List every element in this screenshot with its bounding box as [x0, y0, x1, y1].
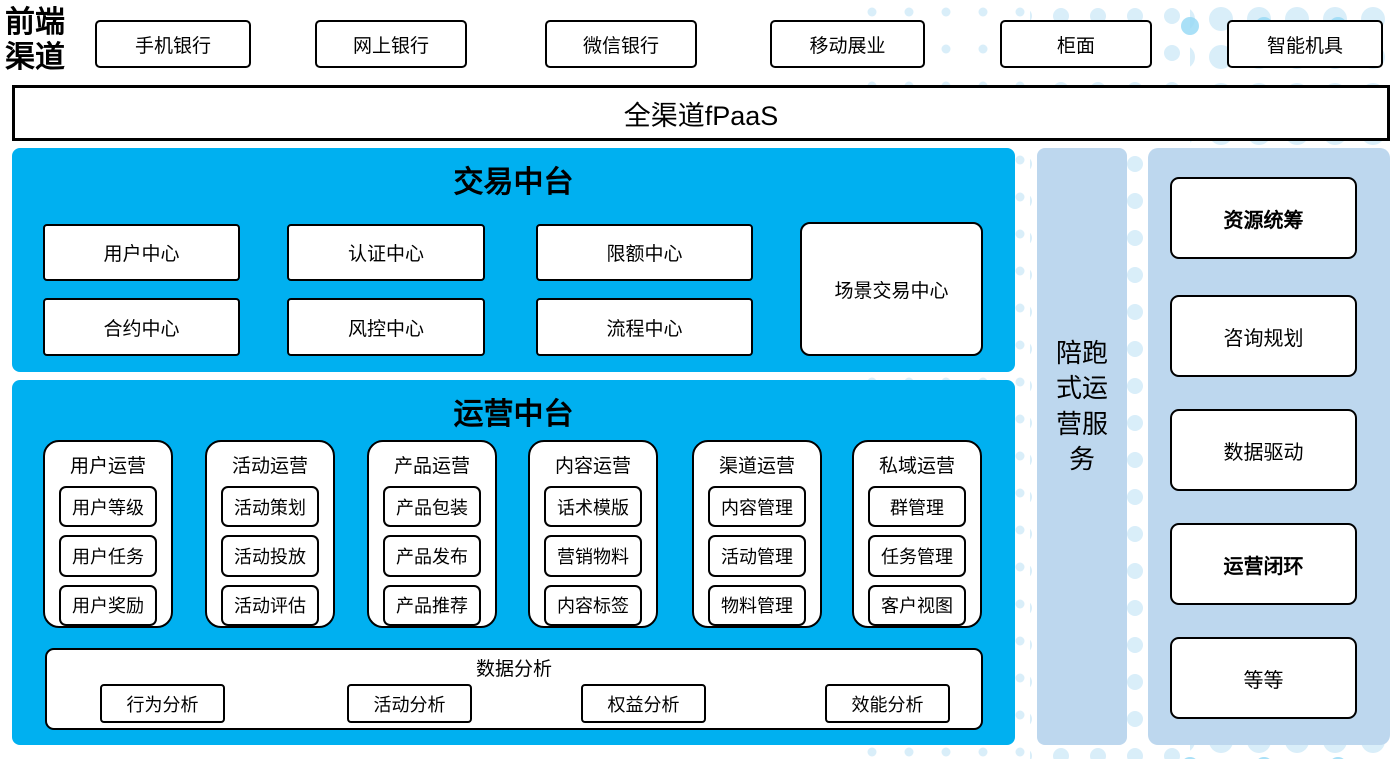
service-box-consulting-planning: 咨询规划 [1170, 295, 1357, 377]
ops-item: 用户奖励 [59, 584, 157, 626]
analysis-box-efficiency: 效能分析 [825, 684, 950, 723]
ops-group-user: 用户运营 用户等级 用户任务 用户奖励 [43, 440, 173, 628]
side-service-label: 陪跑式运营服务 [1055, 338, 1108, 474]
ops-group-private-domain: 私域运营 群管理 任务管理 客户视图 [852, 440, 982, 628]
center-box-scenario-trade: 场景交易中心 [800, 222, 983, 356]
channel-box-smart-devices: 智能机具 [1227, 20, 1383, 68]
service-box-operation-loop: 运营闭环 [1170, 523, 1357, 605]
center-box-auth: 认证中心 [287, 224, 485, 281]
ops-item: 产品推荐 [383, 584, 481, 626]
analysis-box-rights: 权益分析 [581, 684, 706, 723]
ops-item: 产品包装 [383, 486, 481, 528]
channel-box-counter: 柜面 [1000, 20, 1152, 68]
ops-group-title: 用户运营 [69, 456, 146, 477]
ops-group-product: 产品运营 产品包装 产品发布 产品推荐 [367, 440, 497, 628]
ops-item: 活动投放 [221, 535, 319, 577]
trade-platform-title: 交易中台 [453, 165, 574, 200]
channel-box-wechat-banking: 微信银行 [545, 20, 697, 68]
trade-platform-section: 交易中台 用户中心 认证中心 限额中心 合约中心 风控中心 流程中心 场景交易中… [12, 148, 1015, 372]
data-analysis-title: 数据分析 [475, 659, 552, 680]
ops-item: 营销物料 [544, 535, 642, 577]
channel-box-online-banking: 网上银行 [315, 20, 467, 68]
ops-item: 内容标签 [544, 584, 642, 626]
ops-item: 话术模版 [544, 486, 642, 528]
center-box-risk: 风控中心 [287, 298, 485, 356]
ops-group-content: 内容运营 话术模版 营销物料 内容标签 [528, 440, 658, 628]
service-box-data-driven: 数据驱动 [1170, 409, 1357, 491]
fpaas-bar: 全渠道fPaaS [12, 85, 1390, 141]
analysis-box-activity: 活动分析 [347, 684, 472, 723]
ops-group-title: 渠道运营 [718, 456, 795, 477]
ops-group-channel: 渠道运营 内容管理 活动管理 物料管理 [692, 440, 822, 628]
ops-item: 用户等级 [59, 486, 157, 528]
operation-platform-section: 运营中台 用户运营 用户等级 用户任务 用户奖励 活动运营 活动策划 活动投放 … [12, 380, 1015, 745]
ops-group-title: 私域运营 [878, 456, 955, 477]
ops-item: 内容管理 [708, 486, 806, 528]
side-service-bar: 陪跑式运营服务 [1037, 148, 1127, 745]
ops-item: 活动管理 [708, 535, 806, 577]
channel-box-mobile-banking: 手机银行 [95, 20, 251, 68]
ops-group-title: 活动运营 [231, 456, 308, 477]
data-analysis-box: 数据分析 行为分析 活动分析 权益分析 效能分析 [45, 648, 983, 730]
ops-group-title: 内容运营 [554, 456, 631, 477]
ops-item: 任务管理 [868, 535, 966, 577]
service-box-resource-coordination: 资源统筹 [1170, 177, 1357, 259]
center-box-user: 用户中心 [43, 224, 240, 281]
frontend-channels-label: 前端渠道 [5, 5, 65, 75]
ops-item: 活动评估 [221, 584, 319, 626]
center-box-process: 流程中心 [536, 298, 753, 356]
ops-item: 活动策划 [221, 486, 319, 528]
center-box-limit: 限额中心 [536, 224, 753, 281]
service-box-etc: 等等 [1170, 637, 1357, 719]
center-box-contract: 合约中心 [43, 298, 240, 356]
ops-item: 客户视图 [868, 584, 966, 626]
ops-group-title: 产品运营 [393, 456, 470, 477]
ops-item: 用户任务 [59, 535, 157, 577]
ops-item: 群管理 [868, 486, 966, 528]
operation-platform-title: 运营中台 [453, 397, 574, 432]
ops-group-activity: 活动运营 活动策划 活动投放 活动评估 [205, 440, 335, 628]
analysis-box-behavior: 行为分析 [100, 684, 225, 723]
right-service-panel: 资源统筹 咨询规划 数据驱动 运营闭环 等等 [1148, 148, 1390, 745]
channel-box-mobile-sales: 移动展业 [770, 20, 925, 68]
ops-item: 物料管理 [708, 584, 806, 626]
ops-item: 产品发布 [383, 535, 481, 577]
